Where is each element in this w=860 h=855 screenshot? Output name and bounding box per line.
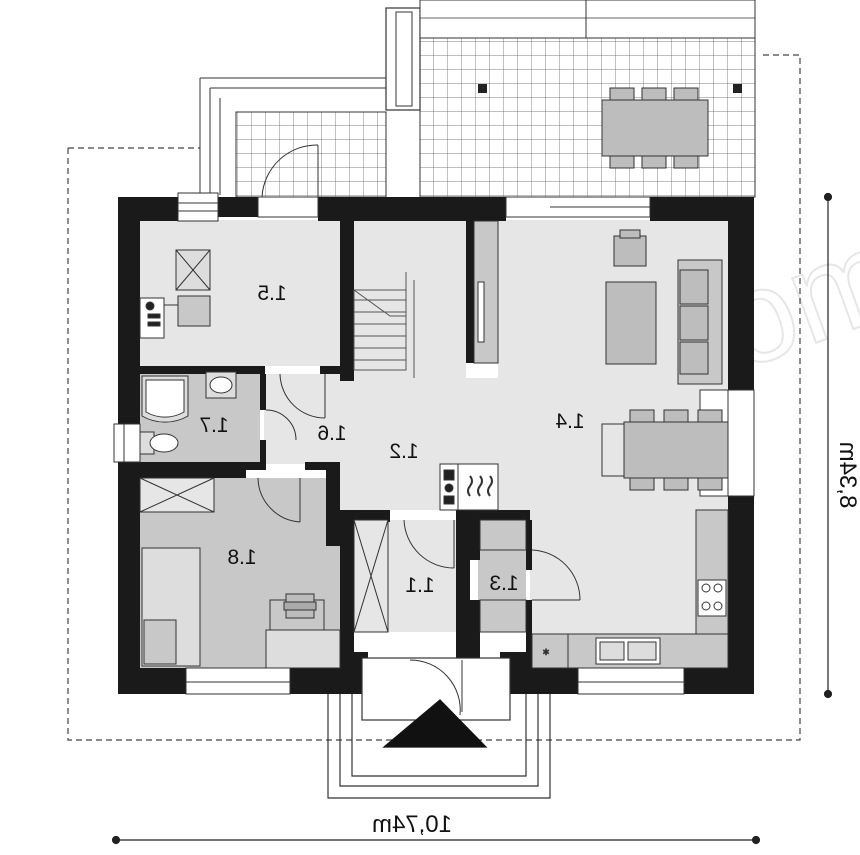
depth-dimension: 8,34m <box>823 192 860 699</box>
living-furniture <box>601 229 729 491</box>
room-label-1-5: 1.5 <box>257 282 286 305</box>
utility-fixtures <box>139 249 211 339</box>
svg-text:*: * <box>543 647 549 661</box>
kitchen-counters: * <box>531 509 729 669</box>
room-label-1-1: 1.1 <box>405 574 434 597</box>
room-label-1-3: 1.3 <box>489 572 518 595</box>
pantry-shelves <box>479 519 527 633</box>
room-label-1-7: 1.7 <box>199 414 228 437</box>
room-label-1-4: 1.4 <box>555 410 585 433</box>
room-label-1-8: 1.8 <box>227 546 256 569</box>
wardrobe <box>353 519 389 633</box>
width-dimension: 10,74m <box>111 811 761 845</box>
room-labels: 1.5 1.7 1.6 1.2 1.4 1.8 1.1 1.3 <box>199 282 584 597</box>
width-label: 10,74m <box>372 811 452 838</box>
terrace <box>199 0 756 198</box>
room-label-1-6: 1.6 <box>317 422 346 445</box>
bedroom-furniture <box>139 477 341 669</box>
kitchen-stove <box>439 463 499 511</box>
depth-label: 8,34m <box>834 442 860 509</box>
room-label-1-2: 1.2 <box>389 440 418 463</box>
doors <box>257 144 581 601</box>
entrance-porch <box>327 657 551 799</box>
staircase <box>353 272 415 378</box>
bathroom-fixtures <box>139 371 237 455</box>
roof-outline <box>67 54 801 741</box>
terrace-table <box>601 87 709 169</box>
fireplace <box>473 220 499 364</box>
